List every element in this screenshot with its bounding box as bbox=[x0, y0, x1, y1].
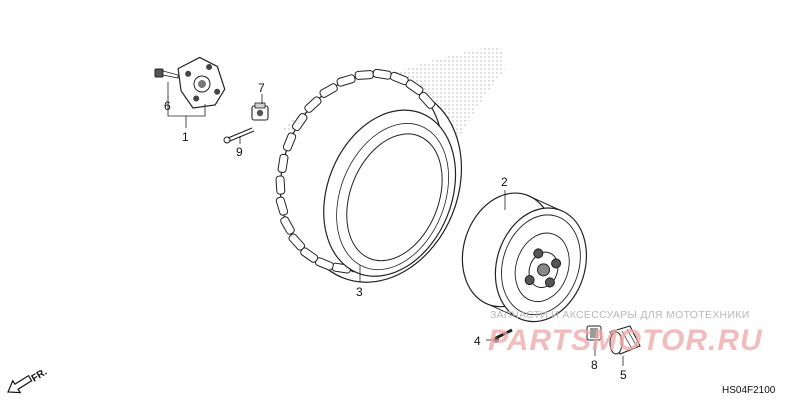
watermark-brand: PARTSMOTOR.RU bbox=[488, 324, 763, 357]
tread-block bbox=[288, 233, 306, 251]
callout-8: 8 bbox=[591, 358, 598, 372]
callout-6: 6 bbox=[164, 99, 171, 113]
tread-block bbox=[304, 96, 322, 113]
tire-tread bbox=[275, 68, 436, 274]
front-direction-arrow bbox=[7, 374, 33, 394]
callout-7: 7 bbox=[258, 81, 265, 95]
tread-block bbox=[354, 70, 374, 80]
tread-block bbox=[275, 196, 289, 216]
wheel-hub bbox=[177, 56, 226, 109]
wheel-rim bbox=[461, 192, 588, 323]
watermark-tagline: ЗАПЧАСТИ И АКСЕССУАРЫ ДЛЯ МОТОТЕХНИКИ bbox=[490, 309, 750, 321]
hub-cap bbox=[609, 325, 641, 355]
direction-label: FR. bbox=[30, 367, 50, 385]
callout-9: 9 bbox=[236, 145, 243, 159]
cotter-pin bbox=[223, 127, 255, 144]
wheel-nut bbox=[586, 325, 602, 341]
tread-block bbox=[336, 74, 356, 87]
tread-block bbox=[277, 153, 289, 173]
hub-stud-bolt bbox=[154, 68, 179, 79]
tire bbox=[275, 68, 463, 283]
tread-block bbox=[282, 132, 297, 152]
tread-block bbox=[280, 216, 295, 235]
callout-1: 1 bbox=[182, 130, 189, 144]
valve-stem bbox=[493, 328, 513, 343]
castle-nut bbox=[251, 102, 269, 121]
tread-block bbox=[275, 175, 286, 195]
diagram-code: HS04F2100 bbox=[722, 385, 776, 396]
tread-block bbox=[418, 91, 436, 109]
callout-3: 3 bbox=[356, 285, 363, 299]
tread-block bbox=[319, 83, 338, 98]
callout-5: 5 bbox=[620, 368, 627, 382]
leader-lines bbox=[167, 82, 624, 366]
tread-block bbox=[291, 113, 308, 132]
callout-2: 2 bbox=[501, 175, 508, 189]
callout-4: 4 bbox=[474, 334, 481, 348]
